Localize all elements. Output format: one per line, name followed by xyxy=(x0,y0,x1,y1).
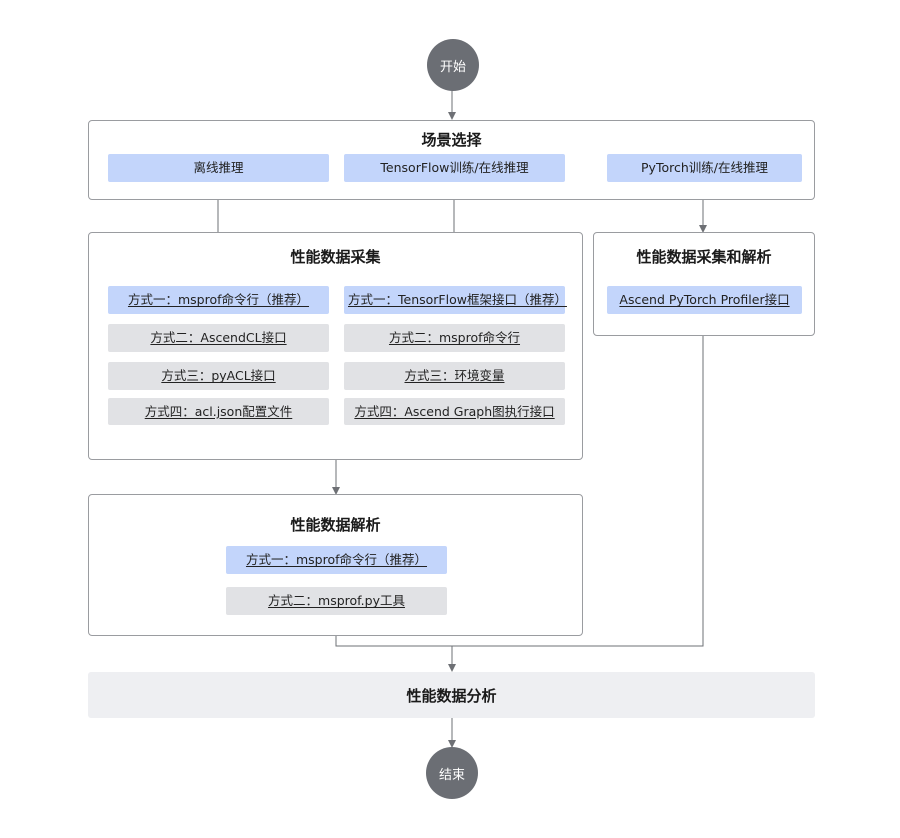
pytorch-profiler-interface[interactable]: Ascend PyTorch Profiler接口 xyxy=(607,286,802,314)
collect-right-method-4[interactable]: 方式四：Ascend Graph图执行接口 xyxy=(344,398,565,425)
collect-left-method-4[interactable]: 方式四：acl.json配置文件 xyxy=(108,398,329,425)
data-collection-title: 性能数据采集 xyxy=(290,248,381,266)
collect-left-method-2[interactable]: 方式二：AscendCL接口 xyxy=(108,324,329,352)
end-node: 结束 xyxy=(426,747,478,799)
start-node: 开始 xyxy=(427,39,479,91)
data-parsing-panel: 性能数据解析 方式一：msprof命令行（推荐） 方式二：msprof.py工具 xyxy=(88,494,583,636)
scene-selection-title: 场景选择 xyxy=(421,131,482,149)
scene-selection-panel: 场景选择 离线推理 TensorFlow训练/在线推理 PyTorch训练/在线… xyxy=(88,120,815,200)
collect-right-method-2[interactable]: 方式二：msprof命令行 xyxy=(344,324,565,352)
scene-option-offline[interactable]: 离线推理 xyxy=(108,154,329,182)
scene-option-pytorch[interactable]: PyTorch训练/在线推理 xyxy=(607,154,802,182)
start-label: 开始 xyxy=(439,59,466,75)
parse-method-2[interactable]: 方式二：msprof.py工具 xyxy=(226,587,447,615)
collect-right-method-1[interactable]: 方式一：TensorFlow框架接口（推荐） xyxy=(344,286,567,314)
collect-and-parse-title: 性能数据采集和解析 xyxy=(636,248,772,266)
collect-left-method-1[interactable]: 方式一：msprof命令行（推荐） xyxy=(108,286,329,314)
parse-method-1[interactable]: 方式一：msprof命令行（推荐） xyxy=(226,546,447,574)
data-parsing-title: 性能数据解析 xyxy=(290,516,381,534)
collect-right-method-3[interactable]: 方式三：环境变量 xyxy=(344,362,565,390)
connector-parse-merge xyxy=(335,336,704,647)
end-label: 结束 xyxy=(438,767,465,783)
data-collection-panel: 性能数据采集 方式一：msprof命令行（推荐） 方式二：AscendCL接口 … xyxy=(88,232,583,460)
collect-left-method-3[interactable]: 方式三：pyACL接口 xyxy=(108,362,329,390)
data-analysis-bar: 性能数据分析 xyxy=(88,672,815,718)
scene-option-tensorflow[interactable]: TensorFlow训练/在线推理 xyxy=(344,154,565,182)
collect-and-parse-panel: 性能数据采集和解析 Ascend PyTorch Profiler接口 xyxy=(593,232,815,336)
data-analysis-label: 性能数据分析 xyxy=(406,686,497,705)
